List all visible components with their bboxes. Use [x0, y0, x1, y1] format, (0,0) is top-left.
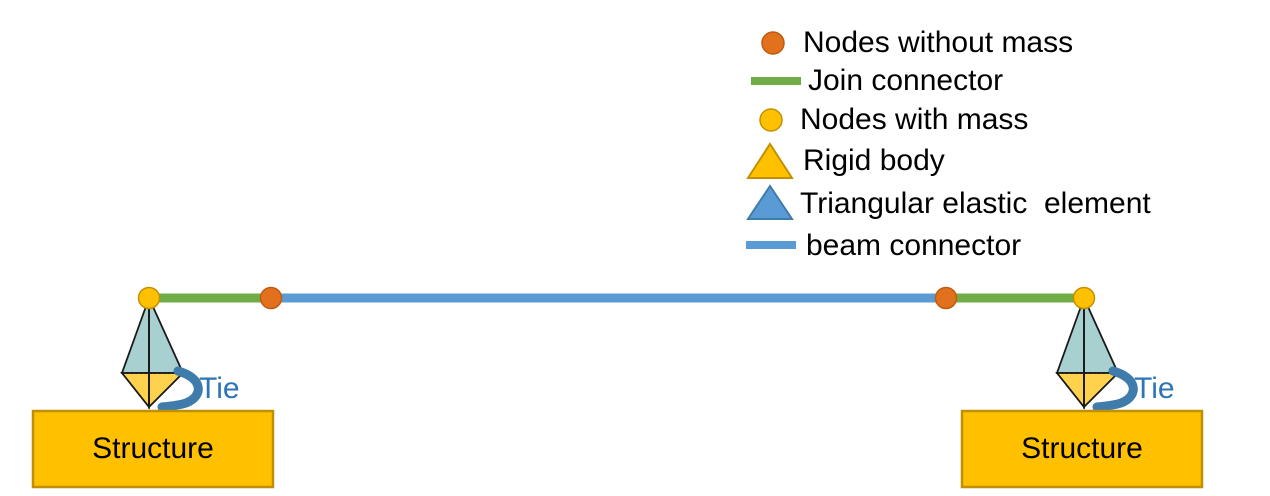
- legend-label-join-connector: Join connector: [808, 64, 1003, 97]
- rigid-body-upper-left-face: [1055, 297, 1085, 374]
- legend-label-nodes-without-mass: Nodes without mass: [803, 26, 1073, 59]
- structure-block-left: [31, 409, 275, 489]
- right-assembly: Tie Structure: [934, 286, 1204, 489]
- right-rigid-body: [1055, 297, 1121, 410]
- node-without-mass-left: [259, 286, 283, 310]
- rigid-body-upper-right-face: [148, 297, 185, 374]
- node-with-mass-left: [137, 286, 161, 310]
- tie-label-right: Tie: [1134, 372, 1175, 405]
- yellow-triangle-icon: [746, 142, 794, 179]
- legend-item-beam-connector: beam connector: [746, 229, 1021, 262]
- structure-label-right: Structure: [1021, 432, 1143, 465]
- legend-item-join-connector: Join connector: [751, 64, 1003, 97]
- legend-label-nodes-with-mass: Nodes with mass: [800, 103, 1028, 136]
- legend-item-rigid-body: Rigid body: [746, 142, 945, 179]
- tie-label-left: Tie: [199, 372, 240, 405]
- rigid-body-upper-right-face: [1083, 297, 1120, 374]
- legend: Nodes without mass Join connector Nodes …: [746, 26, 1151, 262]
- rigid-body-lower-left-face: [1055, 372, 1085, 410]
- legend-item-triangular-elastic-element: Triangular elastic element: [746, 184, 1151, 220]
- tie-curve-right: [1092, 366, 1138, 412]
- orange-dot-icon: [761, 31, 785, 55]
- left-assembly: Tie Structure: [31, 286, 283, 489]
- legend-item-nodes-with-mass: Nodes with mass: [759, 103, 1028, 136]
- legend-label-triangular-elastic-element: Triangular elastic element: [800, 187, 1151, 220]
- rigid-body-lower-left-face: [120, 372, 150, 410]
- tie-curve-left: [157, 366, 203, 412]
- blue-triangle-icon: [746, 184, 794, 220]
- legend-label-beam-connector: beam connector: [806, 229, 1021, 262]
- structure-block-right: [960, 409, 1204, 489]
- rigid-body-upper-left-face: [120, 297, 150, 374]
- node-with-mass-right: [1072, 286, 1096, 310]
- legend-label-rigid-body: Rigid body: [803, 144, 945, 177]
- structure-label-left: Structure: [92, 432, 214, 465]
- left-rigid-body: [120, 297, 186, 410]
- legend-item-nodes-without-mass: Nodes without mass: [761, 26, 1073, 59]
- node-without-mass-right: [934, 286, 958, 310]
- yellow-dot-icon: [759, 108, 783, 132]
